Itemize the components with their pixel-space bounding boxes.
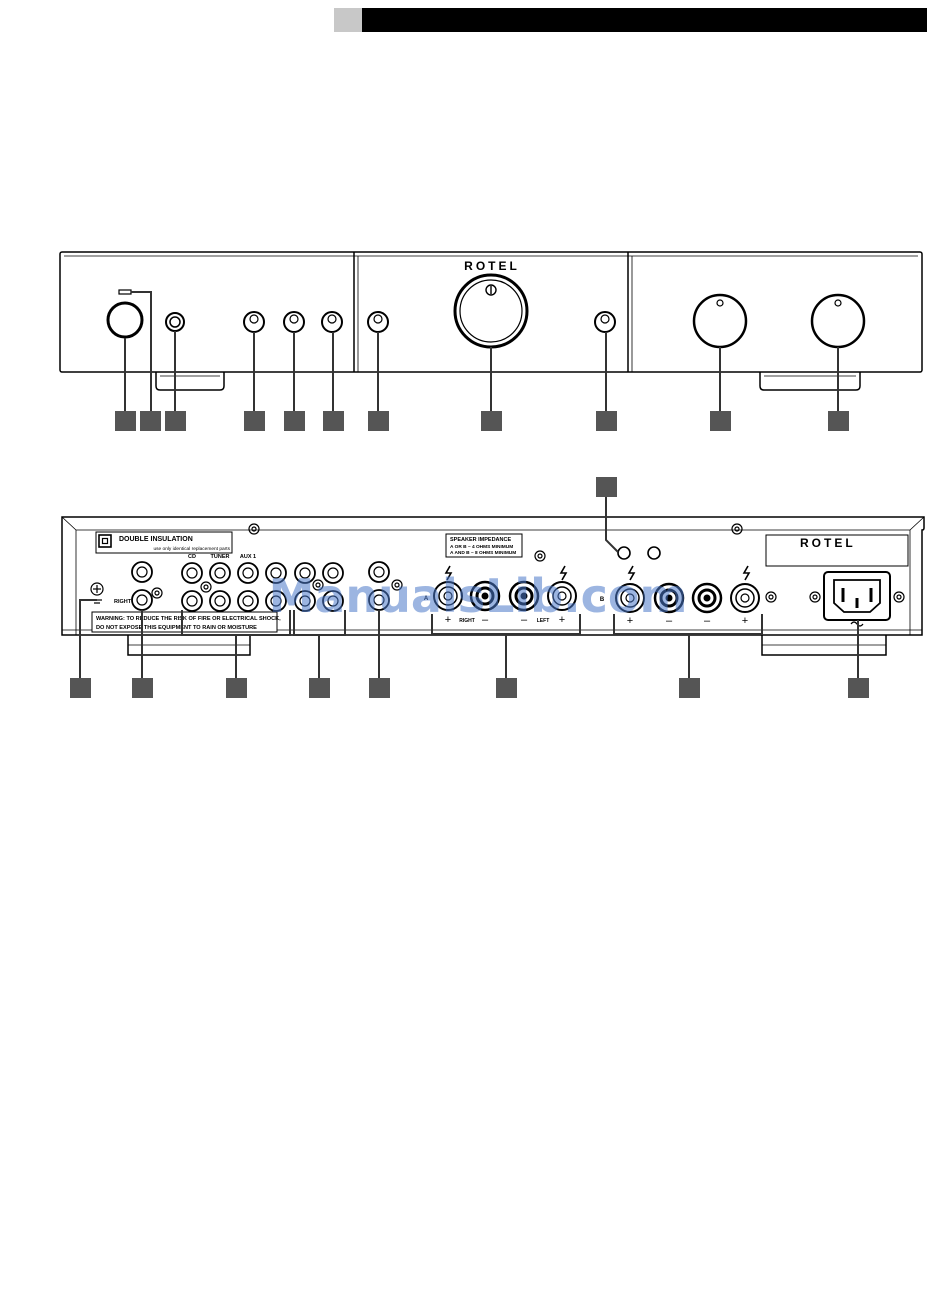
tape-jacks [294, 562, 344, 612]
callout-box [132, 678, 153, 698]
rear-callout-boxes [70, 477, 869, 698]
callout-box [309, 678, 330, 698]
callout-box [481, 411, 502, 431]
speaker-impedance-title: SPEAKER IMPEDANCE [450, 537, 511, 543]
speaker-right-label: RIGHT [459, 618, 475, 624]
speaker-impedance-line-2: A AND B – 8 OHMS MINIMUM [450, 550, 516, 556]
warning-line-1: WARNING: TO REDUCE THE RISK OF FIRE OR E… [96, 616, 281, 622]
callout-box [596, 411, 617, 431]
polarity-plus: + [445, 614, 451, 626]
speaker-group-b-label: B [600, 597, 605, 603]
callout-box [284, 411, 305, 431]
polarity-plus: + [742, 615, 748, 627]
double-insulation-label: DOUBLE INSULATION use only identical rep… [95, 531, 233, 554]
callout-box [848, 678, 869, 698]
double-insulation-title: DOUBLE INSULATION [119, 536, 193, 543]
speaker-impedance-line-1: A OR B – 4 OHMS MINIMUM [450, 544, 513, 550]
front-brand-logo: ROTEL [464, 259, 520, 273]
callout-box [115, 411, 136, 431]
double-insulation-sub: use only identical replacement parts [153, 546, 230, 552]
rear-callout-leaders [79, 497, 859, 678]
polarity-plus: + [559, 614, 565, 626]
callout-box [596, 477, 617, 497]
callout-box [244, 411, 265, 431]
shock-warning-symbols [444, 565, 751, 581]
warning-label: WARNING: TO REDUCE THE RISK OF FIRE OR E… [91, 611, 281, 633]
callout-box [140, 411, 161, 431]
speaker-group-a-label: A [424, 596, 429, 602]
front-callout-leaders [124, 291, 839, 411]
line-input-jacks [181, 562, 287, 612]
input-label-cd: CD [188, 554, 196, 560]
callout-box [679, 678, 700, 698]
polarity-minus: – [666, 615, 673, 627]
power-led [118, 289, 132, 295]
speaker-terminals-b [615, 582, 760, 614]
polarity-minus: – [482, 614, 489, 626]
callout-box [710, 411, 731, 431]
rear-screws [151, 523, 905, 603]
volume-knob [453, 273, 529, 349]
callout-box [323, 411, 344, 431]
remote-jacks [617, 546, 661, 560]
front-panel [59, 251, 923, 391]
phono-inputs [131, 561, 153, 611]
front-controls [106, 273, 866, 349]
rear-brand-plate [765, 534, 909, 567]
tone-knob [810, 293, 866, 349]
polarity-plus: + [627, 615, 633, 627]
ac-power-inlet [823, 571, 891, 627]
front-callout-boxes [115, 411, 849, 431]
callout-box [70, 678, 91, 698]
warning-line-2: DO NOT EXPOSE THIS EQUIPMENT TO RAIN OR … [96, 625, 257, 631]
callout-box [226, 678, 247, 698]
speaker-terminals-a [433, 580, 577, 612]
header-black-bar [362, 8, 927, 32]
input-label-aux1: AUX 1 [240, 554, 256, 560]
watermark-text: ManualsLib.com [269, 569, 688, 623]
callout-box [369, 678, 390, 698]
headphone-jack [165, 312, 185, 332]
callout-box [496, 678, 517, 698]
callout-box [368, 411, 389, 431]
right-channel-label: RIGHT [114, 599, 132, 605]
callout-box [828, 411, 849, 431]
speaker-impedance-label: SPEAKER IMPEDANCE A OR B – 4 OHMS MINIMU… [445, 533, 523, 558]
header-tab [334, 8, 362, 32]
speaker-left-label: LEFT [537, 618, 550, 624]
input-label-tuner: TUNER [211, 554, 230, 560]
power-button [106, 301, 144, 339]
polarity-minus: – [704, 615, 711, 627]
polarity-minus: – [521, 614, 528, 626]
header-bar [334, 8, 927, 32]
balance-knob [692, 293, 748, 349]
callout-box [165, 411, 186, 431]
rear-brand-logo: ROTEL [800, 536, 856, 550]
